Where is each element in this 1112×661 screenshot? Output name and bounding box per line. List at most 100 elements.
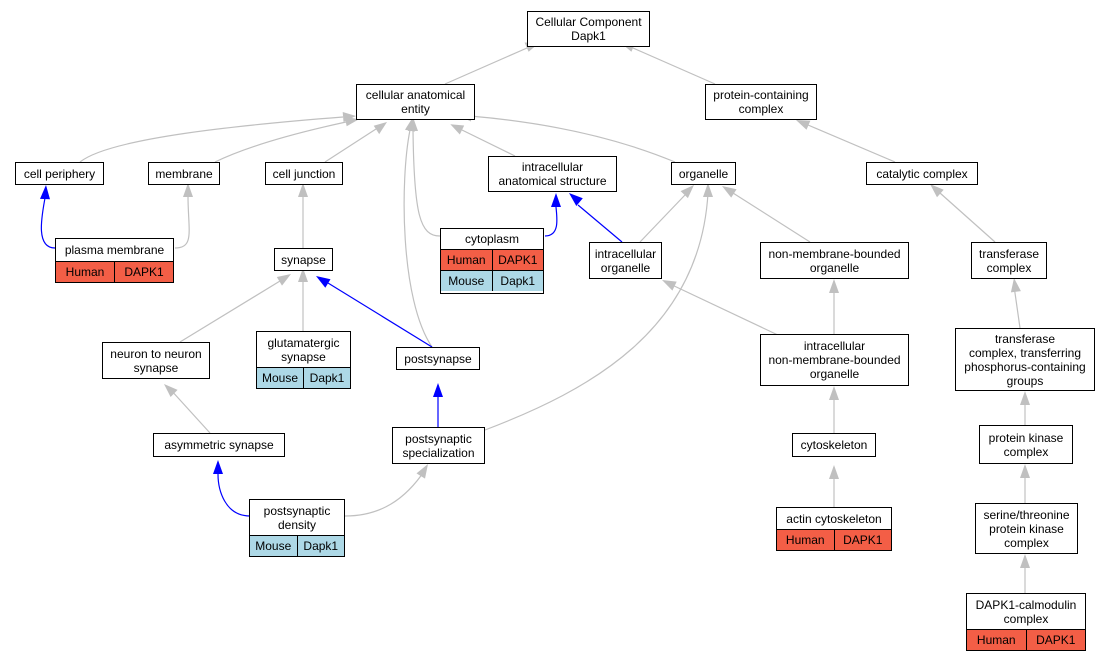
arrowhead-pkc-to-tcp [1020,391,1030,405]
arrowhead-nmbo-to-org [722,186,737,198]
node-label: Cellular Component Dapk1 [535,15,642,43]
species-cell: Mouse [448,274,485,288]
node-cellular-component-root[interactable]: Cellular Component Dapk1 [527,11,650,47]
node-label: transferase complex, transferring phosph… [964,331,1086,388]
arrowhead-inmbo-to-io [662,280,677,291]
species-cell: Human [446,253,486,267]
edge-pm-to-mem [174,195,190,249]
gene-cell: DAPK1 [114,262,173,282]
node-label: cellular anatomical entity [365,88,466,116]
arrowhead-inmbo-to-nmbo [829,279,839,293]
node-label: cytoskeleton [800,438,868,452]
arrowhead-as-to-nns [164,384,178,397]
edge-ps-to-syn [327,282,433,348]
edge-cp-to-cae [79,116,344,163]
edge-ps-to-cae [403,129,433,348]
node-plasma-membrane[interactable]: plasma membrane Human DAPK1 [55,238,174,283]
node-glutamatergic-synapse[interactable]: glutamatergic synapse Mouse Dapk1 [256,331,351,389]
species-cell: Human [65,265,105,279]
species-cell: Mouse [255,539,292,553]
edge-as-to-nns [169,388,211,434]
gene-cell: Dapk1 [303,368,350,388]
edge-nns-to-syn [179,280,281,343]
node-catalytic-complex[interactable]: catalytic complex [866,162,978,185]
arrowhead-catc-to-pcc [796,120,811,130]
node-intracellular-non-membrane-bounded-organelle[interactable]: intracellular non-membrane-bounded organ… [760,334,909,386]
node-postsynaptic-density[interactable]: postsynaptic density Mouse Dapk1 [249,499,345,557]
species-cell: Human [976,633,1016,647]
node-label: intracellular non-membrane-bounded organ… [768,339,901,381]
node-serine-threonine-protein-kinase-complex[interactable]: serine/threonine protein kinase complex [975,503,1078,554]
node-transferase-complex[interactable]: transferase complex [971,242,1047,279]
node-cell-junction[interactable]: cell junction [265,162,343,185]
arrowhead-io-to-ias [569,193,583,206]
node-synapse[interactable]: synapse [274,248,333,271]
node-cytoskeleton[interactable]: cytoskeleton [792,433,876,457]
node-cytoplasm[interactable]: cytoplasm Human DAPK1 Mouse Dapk1 [440,228,544,294]
node-label: catalytic complex [876,166,968,181]
node-cell-periphery[interactable]: cell periphery [15,162,104,185]
node-asymmetric-synapse[interactable]: asymmetric synapse [153,433,285,457]
node-intracellular-organelle[interactable]: intracellular organelle [589,242,662,279]
arrowhead-stpkc-to-pkc [1020,464,1030,478]
gene-cell: DAPK1 [1025,630,1086,650]
arrowhead-mem-to-cae [344,116,359,127]
node-label: organelle [678,166,729,181]
arrowhead-pm-to-mem [183,183,193,197]
arrowhead-ias-to-cae [450,124,465,135]
node-actin-cytoskeleton[interactable]: actin cytoskeleton Human DAPK1 [776,507,892,551]
edge-cyto-to-ias [544,206,558,237]
node-membrane[interactable]: membrane [148,162,220,185]
gene-cell: Dapk1 [296,536,345,556]
arrowhead-psd-to-as [213,460,223,474]
annotation-row-human: Human DAPK1 [967,629,1085,650]
node-intracellular-anatomical-structure[interactable]: intracellular anatomical structure [488,156,617,192]
node-organelle[interactable]: organelle [671,162,736,185]
node-protein-kinase-complex[interactable]: protein kinase complex [979,425,1073,464]
node-label: membrane [155,166,213,181]
edge-catc-to-pcc [807,124,896,163]
annotation-row-mouse: Mouse Dapk1 [250,535,344,556]
gene-cell: Dapk1 [491,271,544,291]
node-label: postsynaptic specialization [402,431,475,460]
arrowhead-pss-to-org [703,183,713,197]
node-label: DAPK1-calmodulin complex [975,597,1077,626]
node-label: serine/threonine protein kinase complex [983,507,1070,550]
arrowhead-tc-to-catc [930,184,944,198]
node-protein-containing-complex[interactable]: protein-containing complex [705,84,817,120]
node-label: protein-containing complex [713,88,809,116]
edge-mem-to-cae [214,121,347,163]
node-label: postsynapse [404,351,472,366]
edge-tcp-to-tc [1013,285,1021,329]
node-cellular-anatomical-entity[interactable]: cellular anatomical entity [356,84,475,120]
arrowhead-ps-to-syn [316,276,331,288]
node-label: protein kinase complex [988,430,1064,459]
edge-io-to-org [639,194,686,243]
node-label: glutamatergic synapse [267,335,340,364]
edge-ias-to-cae [461,129,516,157]
edge-tc-to-catc [939,192,996,243]
node-label: non-membrane-bounded organelle [768,246,901,275]
node-label: transferase complex [978,246,1040,275]
arrowhead-psd-to-pss [416,464,428,479]
node-neuron-to-neuron-synapse[interactable]: neuron to neuron synapse [102,342,210,379]
edge-pss-to-org [484,192,709,431]
node-non-membrane-bounded-organelle[interactable]: non-membrane-bounded organelle [760,242,909,279]
edge-psd-to-pss [344,469,426,517]
node-postsynapse[interactable]: postsynapse [396,347,480,370]
arrowhead-cyto-to-ias [551,193,561,207]
arrowhead-dcc-to-stpkc [1020,554,1030,568]
node-dapk1-calmodulin-complex[interactable]: DAPK1-calmodulin complex Human DAPK1 [966,593,1086,651]
node-transferase-complex-phosphorus[interactable]: transferase complex, transferring phosph… [955,328,1095,391]
node-label: cytoplasm [464,232,520,246]
edge-inmbo-to-io [669,283,781,337]
gene-cell: DAPK1 [491,250,544,270]
arrowhead-ps-to-cae [405,117,415,132]
arrowhead-pss-to-ps [433,383,443,397]
species-cell: Human [785,533,825,547]
arrowhead-pm-to-cp [40,185,50,200]
node-postsynaptic-specialization[interactable]: postsynaptic specialization [392,427,485,464]
edge-cae-to-root [444,47,528,85]
